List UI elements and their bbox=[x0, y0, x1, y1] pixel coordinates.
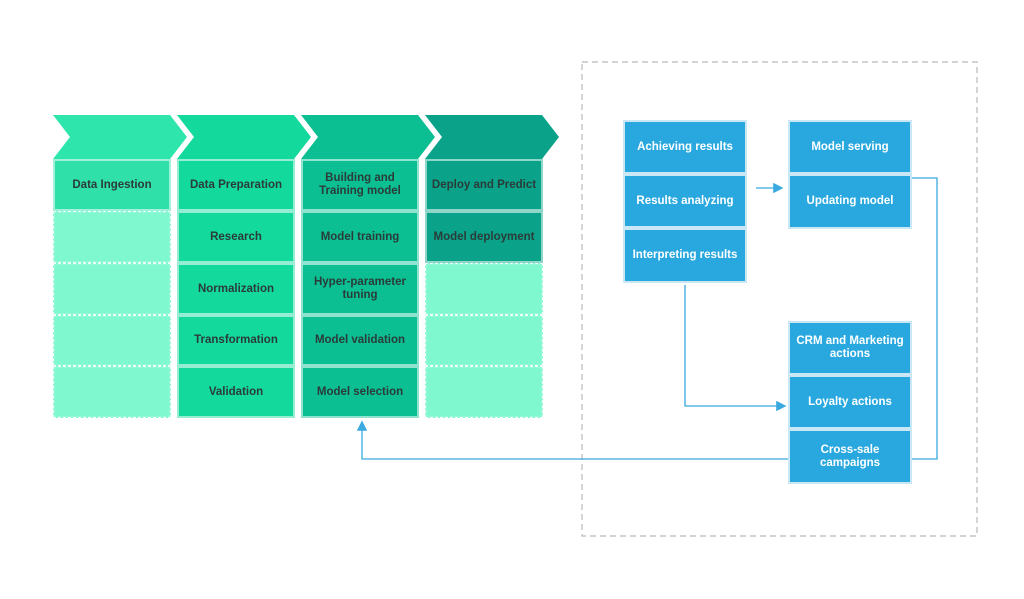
box-interpreting-results: Interpreting results bbox=[623, 228, 747, 283]
chevron-building-training bbox=[301, 115, 435, 159]
box-model-serving: Model serving bbox=[788, 120, 912, 174]
arrow-interpreting-to-loyalty bbox=[684, 285, 787, 412]
cell-transformation: Transformation bbox=[177, 315, 295, 366]
cell-empty bbox=[425, 366, 543, 418]
chevron-deploy-predict bbox=[425, 115, 559, 159]
cell-data-ingestion: Data Ingestion bbox=[53, 159, 171, 211]
cell-data-preparation: Data Preparation bbox=[177, 159, 295, 211]
line-updating-to-cross-sale bbox=[912, 177, 938, 460]
box-loyalty-actions: Loyalty actions bbox=[788, 375, 912, 429]
cell-model-selection: Model selection bbox=[301, 366, 419, 418]
column-building-training: Building and Training model Model traini… bbox=[301, 159, 419, 418]
box-achieving-results: Achieving results bbox=[623, 120, 747, 174]
column-data-ingestion: Data Ingestion bbox=[53, 159, 171, 418]
cell-deploy-predict: Deploy and Predict bbox=[425, 159, 543, 211]
box-updating-model: Updating model bbox=[788, 174, 912, 229]
chevron-data-ingestion bbox=[53, 115, 187, 159]
cell-empty bbox=[425, 263, 543, 315]
chevron-data-preparation bbox=[177, 115, 311, 159]
column-data-preparation: Data Preparation Research Normalization … bbox=[177, 159, 295, 418]
cell-empty bbox=[53, 211, 171, 263]
box-crm-marketing-actions: CRM and Marketing actions bbox=[788, 321, 912, 375]
cell-building-training: Building and Training model bbox=[301, 159, 419, 211]
cell-model-training: Model training bbox=[301, 211, 419, 263]
cell-empty bbox=[53, 263, 171, 315]
cell-research: Research bbox=[177, 211, 295, 263]
cell-model-deployment: Model deployment bbox=[425, 211, 543, 263]
cell-model-validation: Model validation bbox=[301, 315, 419, 366]
dashed-frame bbox=[581, 61, 978, 537]
cell-empty bbox=[53, 315, 171, 366]
cell-empty bbox=[425, 315, 543, 366]
cell-validation: Validation bbox=[177, 366, 295, 418]
arrow-cross-sale-to-model-selection bbox=[356, 420, 788, 460]
cell-hyper-parameter-tuning: Hyper-parameter tuning bbox=[301, 263, 419, 315]
cell-normalization: Normalization bbox=[177, 263, 295, 315]
box-cross-sale-campaigns: Cross-sale campaigns bbox=[788, 429, 912, 484]
cell-empty bbox=[53, 366, 171, 418]
box-results-analyzing: Results analyzing bbox=[623, 174, 747, 228]
column-deploy-predict: Deploy and Predict Model deployment bbox=[425, 159, 543, 418]
